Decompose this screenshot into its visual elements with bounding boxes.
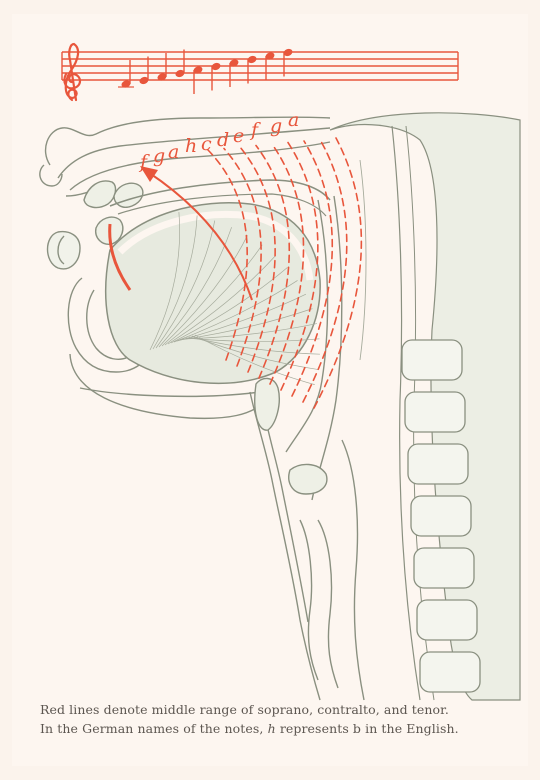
music-staff	[62, 52, 458, 80]
caption-line-1: Red lines denote middle range of soprano…	[40, 700, 510, 719]
note-name-label: h	[185, 135, 197, 157]
note-name-label: f	[249, 119, 261, 141]
scale-notes	[118, 48, 293, 94]
note-head	[118, 60, 134, 89]
vertebra	[408, 444, 468, 484]
note-name-label: a	[288, 109, 299, 131]
spine-section	[330, 113, 520, 700]
note-head	[139, 57, 150, 86]
note-name-label: d	[217, 129, 229, 151]
vertebra	[402, 340, 462, 380]
caption-line-2: In the German names of the notes, h repr…	[40, 719, 510, 738]
vertebra	[414, 548, 474, 588]
caption-h-symbol: h	[268, 721, 276, 736]
note-name-label: a	[168, 141, 179, 163]
vertebra	[405, 392, 465, 432]
note-name-label: e	[233, 125, 244, 147]
figure-caption: Red lines denote middle range of soprano…	[40, 700, 510, 738]
note-head	[175, 50, 186, 79]
vertebra	[411, 496, 471, 536]
vertebra	[420, 652, 480, 692]
note-head	[211, 62, 222, 91]
note-name-label: c	[201, 133, 212, 155]
vertebra	[417, 600, 477, 640]
note-head	[247, 55, 258, 84]
note-name-label: g	[270, 115, 282, 137]
note-head	[283, 48, 294, 77]
note-head	[157, 53, 168, 82]
note-name-label: g	[153, 145, 165, 167]
caption-line-2-start: In the German names of the notes,	[40, 721, 264, 736]
caption-line-2-end: represents b in the English.	[280, 721, 459, 736]
